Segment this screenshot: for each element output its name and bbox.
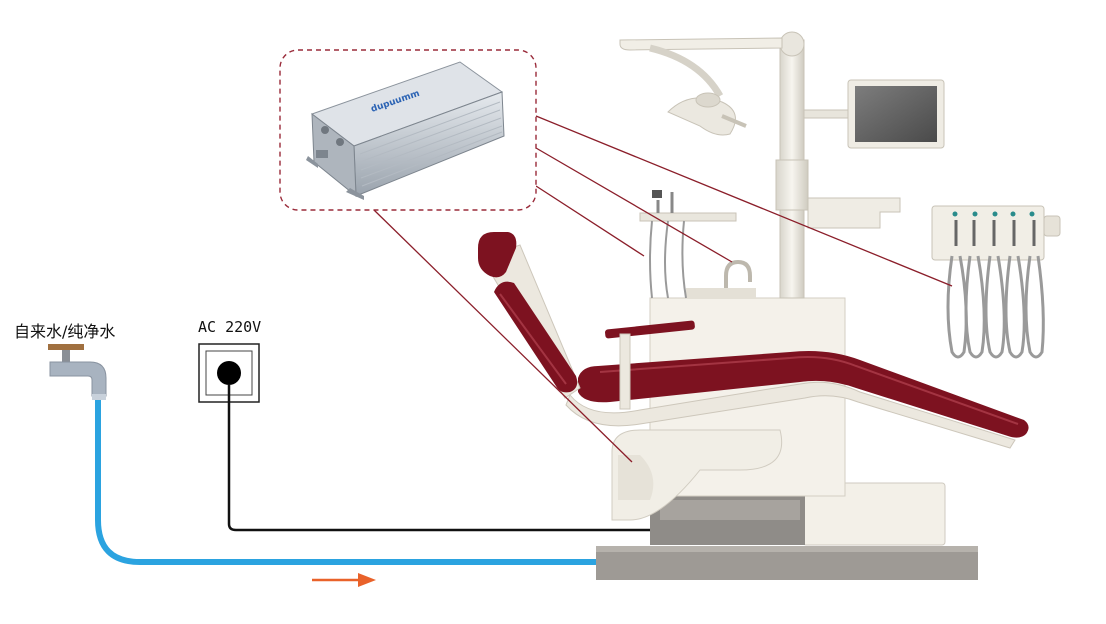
seat-cushion <box>578 351 1029 438</box>
flow-arrow-icon <box>312 573 376 587</box>
monitor <box>847 79 945 149</box>
water-source-label: 自来水/纯净水 <box>14 322 116 341</box>
dental-chair-icon <box>478 31 1061 580</box>
water-pipe <box>95 398 596 565</box>
lamp-arm <box>619 37 783 51</box>
water-purifier-unit-icon: dupuumm <box>306 61 505 200</box>
water-tap-icon <box>48 344 107 400</box>
assistant-tray <box>639 190 737 299</box>
backrest-cushion <box>494 281 578 393</box>
power-cable <box>227 385 650 532</box>
doctor-delivery-unit <box>931 205 1061 359</box>
power-source-label: AC 220V <box>198 318 262 336</box>
cuspidor <box>686 259 756 298</box>
headrest <box>478 232 517 278</box>
connector-lines <box>373 115 953 463</box>
operating-lamp <box>667 92 747 136</box>
